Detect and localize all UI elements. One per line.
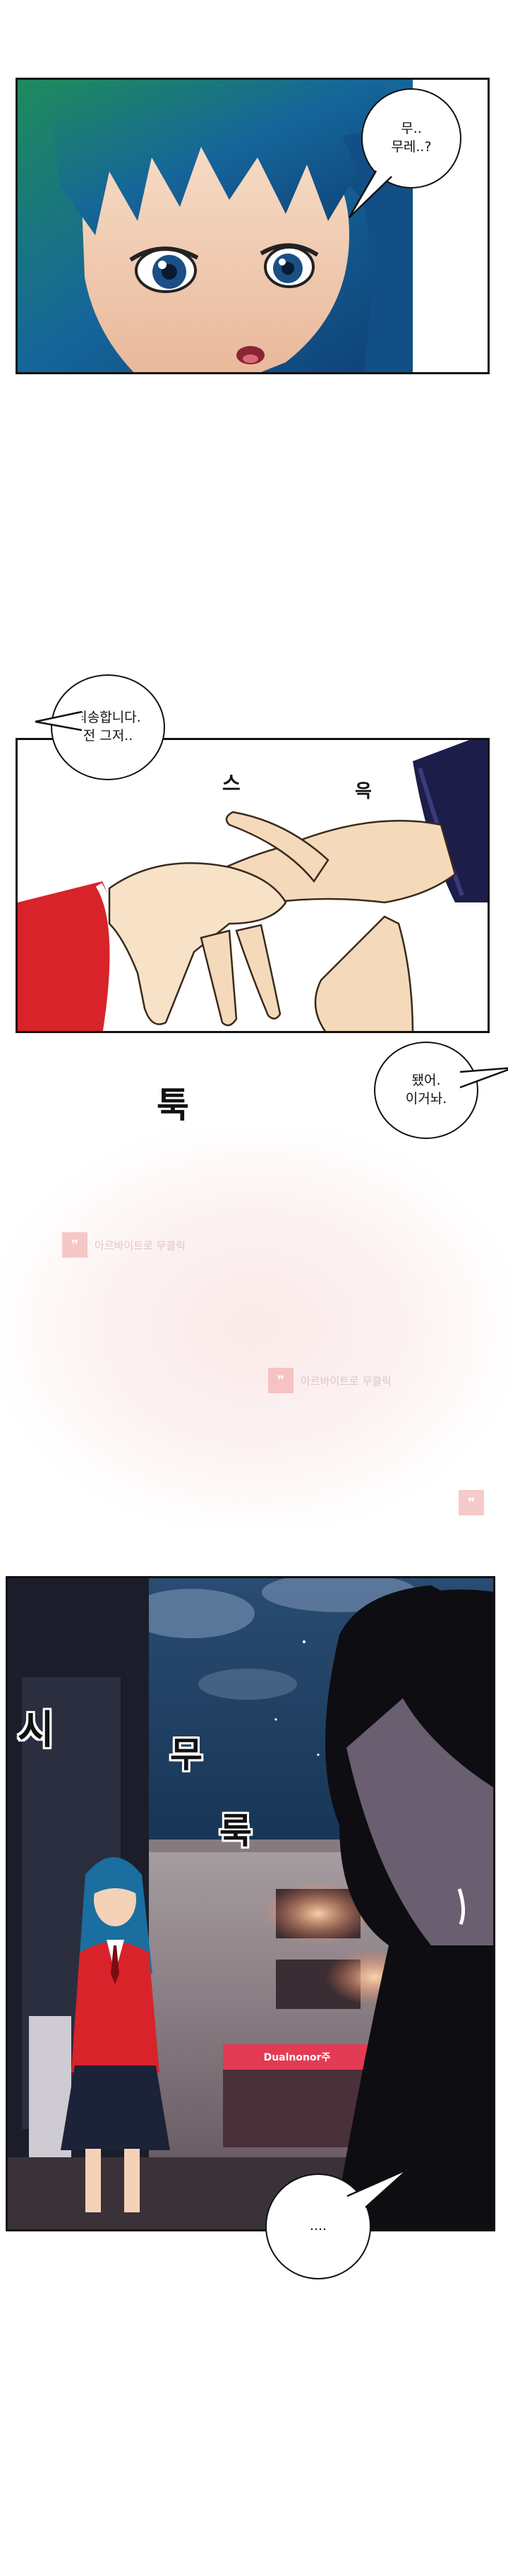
watermark-logo-icon: ❞ [268, 1368, 294, 1393]
watermark-logo-icon: ❞ [459, 1490, 484, 1515]
speech-bubble-4-text: .... [309, 2218, 327, 2234]
girl-closeup-art [18, 80, 488, 372]
sfx-seu: 스 [222, 772, 241, 795]
speech-bubble-1-text: 무.. 무레..? [391, 121, 432, 155]
watermark-1: ❞ 아르바이트로 무클릭 [62, 1232, 186, 1258]
panel-night-street: Dualnonor주 시 무 룩 [6, 1576, 495, 2231]
watermark-logo-icon: ❞ [62, 1232, 87, 1258]
watermark-2-text: 아르바이트로 무클릭 [301, 1374, 392, 1388]
soft-glow-background [0, 1130, 508, 1525]
speech-bubble-1: 무.. 무레..? [361, 88, 461, 189]
watermark-2: ❞ 아르바이트로 무클릭 [268, 1368, 392, 1393]
speech-bubble-2-tail [35, 710, 83, 732]
watermark-3: ❞ [459, 1490, 484, 1515]
night-street-art [8, 1578, 493, 2229]
speech-bubble-4: .... [265, 2174, 371, 2279]
hands-art [18, 740, 488, 1031]
sfx-si: 시 [18, 1707, 54, 1753]
sfx-tuk: 툭 [157, 1085, 189, 1126]
speech-bubble-1-tail [348, 170, 392, 218]
speech-bubble-2-text: 죄송합니다. 전 그저.. [75, 710, 141, 744]
sfx-eug: 윽 [355, 781, 372, 802]
panel-hands: 스 윽 [16, 738, 490, 1033]
speech-bubble-3-text: 됐어. 이거놔. [405, 1073, 447, 1107]
sfx-mu: 무 [170, 1734, 202, 1775]
speech-bubble-3-tail [459, 1067, 508, 1089]
speech-bubble-3: 됐어. 이거놔. [374, 1042, 478, 1139]
sfx-ruk: 룩 [219, 1811, 252, 1852]
watermark-1-text: 아르바이트로 무클릭 [95, 1239, 186, 1252]
speech-bubble-4-tail [346, 2168, 409, 2208]
storefront-sign: Dualnonor주 [263, 2052, 331, 2063]
